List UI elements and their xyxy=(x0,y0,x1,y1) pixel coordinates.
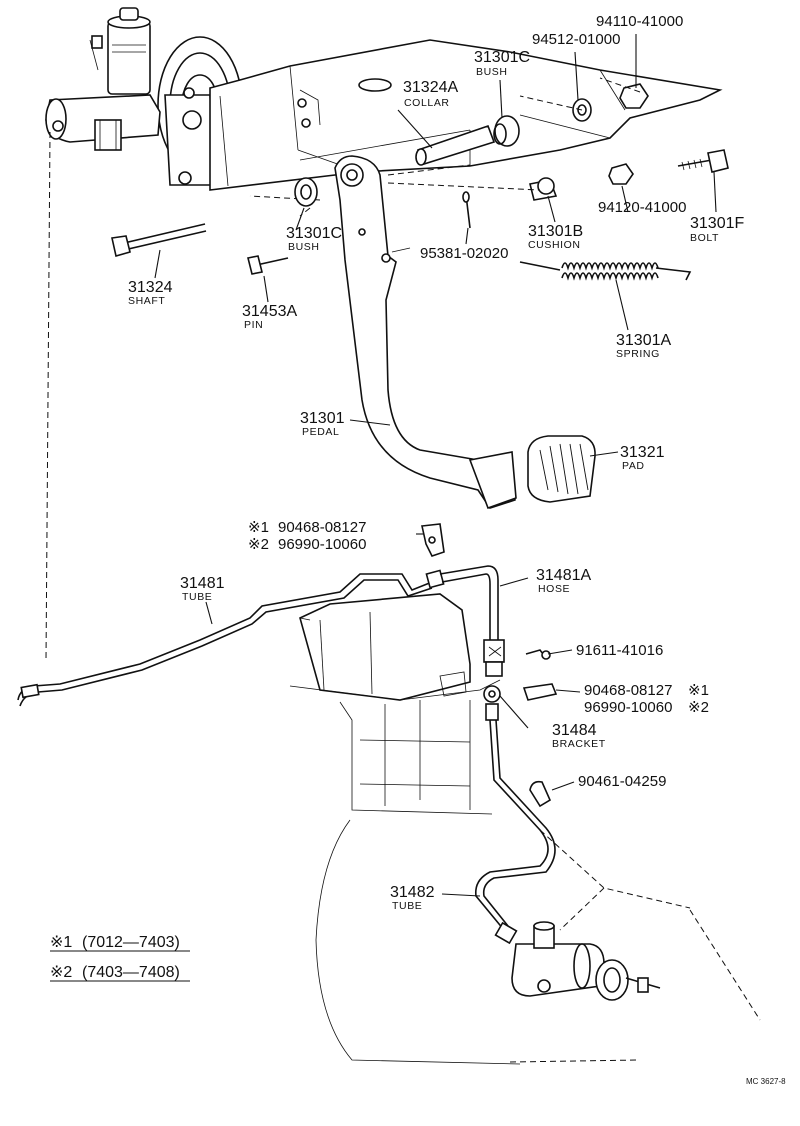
label-clip-left-num1: 90468-08127 xyxy=(278,519,366,536)
label-31481a-name: HOSE xyxy=(538,583,570,595)
label-clip-left-mark2: ※2 xyxy=(248,536,269,553)
label-31301c-top-number: 31301C xyxy=(474,49,530,66)
note2-mark: ※2 xyxy=(50,964,72,981)
part-labels: 94110-41000 94512-01000 31301C BUSH 3132… xyxy=(128,13,744,912)
label-94110-number: 94110-41000 xyxy=(596,13,683,30)
lower-tube-drawing xyxy=(474,703,556,931)
label-clip-left-num2: 96990-10060 xyxy=(278,536,366,553)
note1-mark: ※1 xyxy=(50,934,72,951)
label-31484-name: BRACKET xyxy=(552,738,606,750)
engine-outline-drawing xyxy=(289,593,761,1065)
label-31324a-number: 31324A xyxy=(403,79,458,96)
label-95381-number: 95381-02020 xyxy=(420,245,508,262)
label-31481-name: TUBE xyxy=(182,591,212,603)
note1-range: (7012—7403) xyxy=(82,934,180,951)
label-31321-number: 31321 xyxy=(620,444,665,461)
label-31324-name: SHAFT xyxy=(128,295,165,307)
slave-cylinder-drawing xyxy=(494,921,661,1001)
label-31453a-name: PIN xyxy=(244,319,263,331)
lower-bush-drawing xyxy=(294,177,318,207)
label-31482-number: 31482 xyxy=(390,884,435,901)
label-31453a-number: 31453A xyxy=(242,303,297,320)
label-31301-number: 31301 xyxy=(300,410,345,427)
label-31484-number: 31484 xyxy=(552,722,597,739)
label-clip-right-mark1: ※1 xyxy=(688,682,709,699)
label-31301c-top-name: BUSH xyxy=(476,66,508,78)
label-31324a-name: COLLAR xyxy=(404,97,450,109)
clips-drawing xyxy=(421,523,558,808)
label-clip-right-num2: 96990-10060 xyxy=(584,699,672,716)
label-31301b-number: 31301B xyxy=(528,223,583,240)
pedal-pad-drawing xyxy=(527,435,596,503)
label-31301f-number: 31301F xyxy=(690,215,744,232)
label-94512-number: 94512-01000 xyxy=(532,31,620,48)
note2-range: (7403—7408) xyxy=(82,964,180,981)
tube-drawing xyxy=(17,131,505,707)
label-90461-number: 90461-04259 xyxy=(578,773,666,790)
label-31482-name: TUBE xyxy=(392,900,422,912)
notes-legend: ※1 (7012—7403) ※2 (7403—7408) xyxy=(50,934,190,982)
leader-lines xyxy=(154,34,717,897)
label-clip-right-mark2: ※2 xyxy=(688,699,709,716)
label-31321-name: PAD xyxy=(622,460,645,472)
spring-drawing xyxy=(519,261,692,281)
label-31301f-name: BOLT xyxy=(690,232,719,244)
label-31324-number: 31324 xyxy=(128,279,173,296)
label-31301a-number: 31301A xyxy=(616,332,671,349)
pedal-arm-drawing xyxy=(334,155,517,510)
pedal-bracket-drawing xyxy=(209,39,723,191)
label-31301c-low-number: 31301C xyxy=(286,225,342,242)
label-31301-name: PEDAL xyxy=(302,426,339,438)
top-hardware-drawing xyxy=(249,77,729,229)
label-31301c-low-name: BUSH xyxy=(288,241,320,253)
label-31481a-number: 31481A xyxy=(536,567,591,584)
label-clip-left-mark1: ※1 xyxy=(248,519,269,536)
label-31301b-name: CUSHION xyxy=(528,239,581,251)
label-31301a-name: SPRING xyxy=(616,348,660,360)
shaft-pin-drawing xyxy=(111,223,289,275)
label-clip-right-num1: 90468-08127 xyxy=(584,682,672,699)
label-91611-number: 91611-41016 xyxy=(576,642,663,659)
reference-code: MC 3627-8 xyxy=(746,1077,786,1086)
label-94120-number: 94120-41000 xyxy=(598,199,686,216)
label-31481-number: 31481 xyxy=(180,575,225,592)
